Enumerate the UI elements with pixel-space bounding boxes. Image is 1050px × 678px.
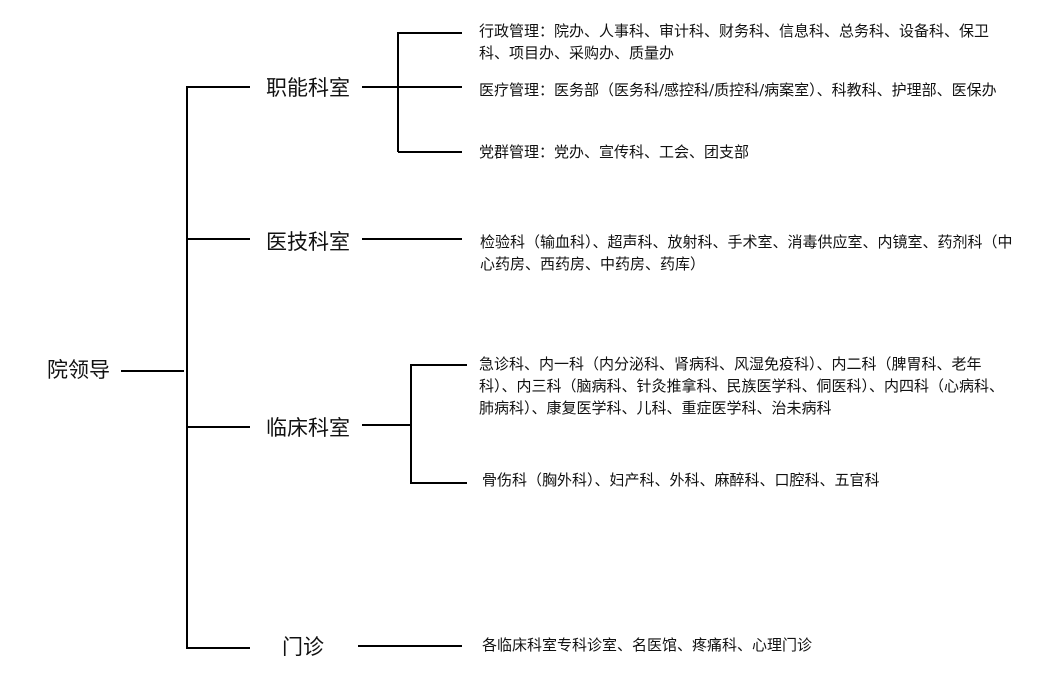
- clinical-internal-text: 急诊科、内一科（内分泌科、肾病科、风湿免疫科）、内二科（脾胃科、老年科）、内三科…: [479, 355, 1005, 417]
- medical-management-text: 医疗管理：医务部（医务科/感控科/质控科/病案室）、科教科、护理部、医保办: [479, 81, 997, 99]
- branch-medtech-label: 医技科室: [266, 230, 350, 254]
- party-management-text: 党群管理：党办、宣传科、工会、团支部: [479, 143, 750, 161]
- root-node-label: 院领导: [47, 358, 110, 382]
- branch-functional-label: 职能科室: [266, 76, 350, 100]
- outpatient-text: 各临床科室专科诊室、名医馆、疼痛科、心理门诊: [482, 636, 813, 654]
- clinical-surgical-text: 骨伤科（胸外科）、妇产科、外科、麻醉科、口腔科、五官科: [482, 471, 880, 489]
- branch-outpatient-label: 门诊: [282, 635, 324, 659]
- medtech-departments-text: 检验科（输血科）、超声科、放射科、手术室、消毒供应室、内镜室、药剂科（中心药房、…: [480, 233, 1013, 273]
- admin-management-text: 行政管理：院办、人事科、审计科、财务科、信息科、总务科、设备科、保卫科、项目办、…: [479, 22, 990, 62]
- branch-clinical-label: 临床科室: [266, 416, 350, 440]
